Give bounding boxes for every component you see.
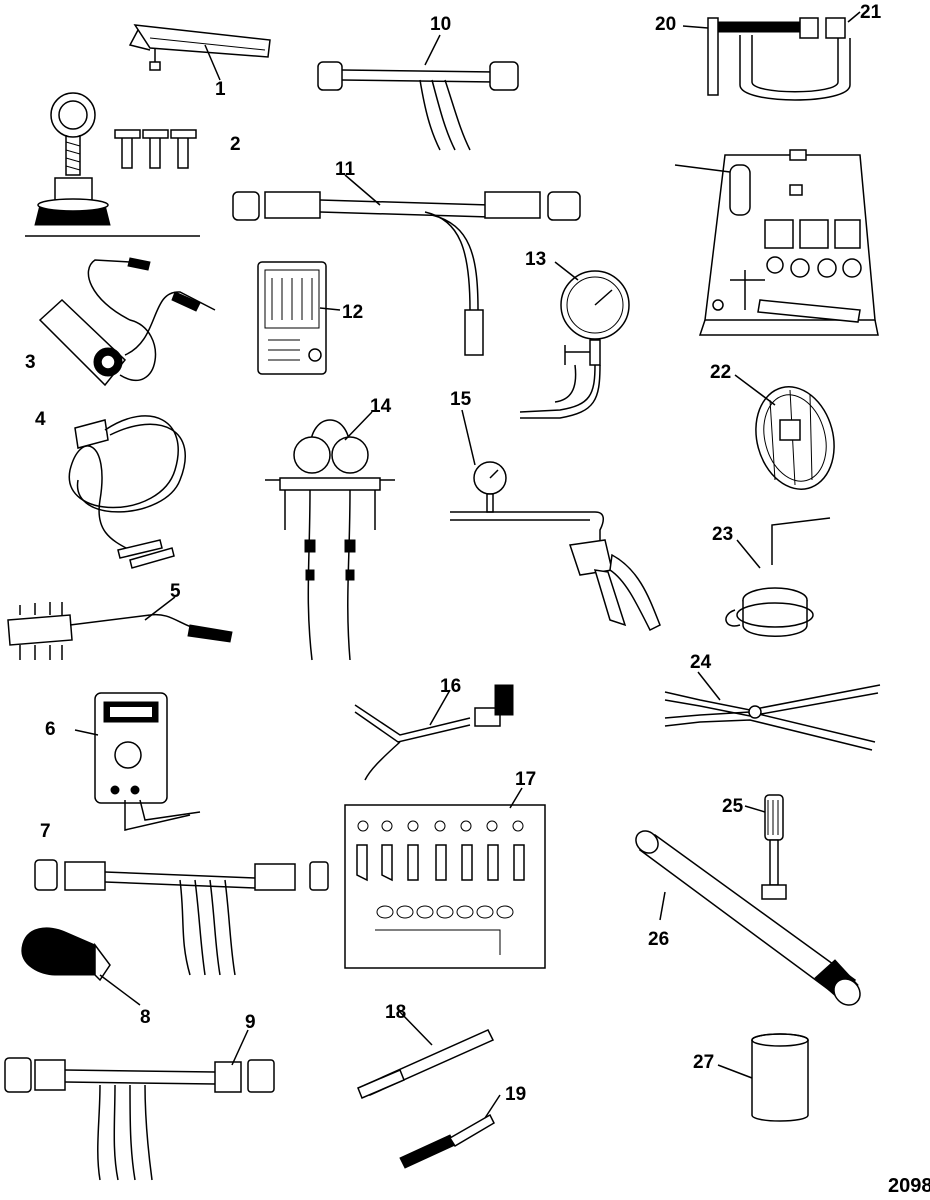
tool-20-21-clamp-icon [682,11,861,101]
callout-19: 19 [505,1084,526,1105]
callout-25: 25 [722,796,744,817]
callout-22: 22 [710,362,731,383]
callout-17: 17 [515,769,536,790]
tool-2-lifting-eye-icon [25,92,200,237]
leader-6 [74,729,99,736]
callout-12: 12 [342,302,363,323]
callout-24: 24 [690,652,712,673]
callout-13: 13 [525,249,546,270]
callout-16: 16 [440,676,461,697]
figure-number: 2098 [888,1175,930,1197]
tool-18-driver-rod-icon [357,1009,495,1099]
tool-case-icon [674,149,879,336]
tool-8-nose-cone-icon [21,927,141,1006]
tool-1-lever-icon [128,24,271,81]
tool-11-adapter-harness-icon [232,174,581,356]
tool-12-terminal-kit-icon [257,261,341,375]
tool-4-test-lead-icon [68,415,186,569]
callout-9: 9 [245,1012,256,1033]
callout-21: 21 [860,2,882,23]
callout-14: 14 [370,396,392,417]
tool-16-spark-tester-icon [354,684,514,781]
tool-14-manifold-gauge-icon [265,411,395,661]
callout-18: 18 [385,1002,406,1023]
tool-10-adapter-harness-icon [317,34,519,151]
callout-8: 8 [140,1007,151,1028]
tool-27-sleeve-icon [717,1033,809,1122]
callout-23: 23 [712,524,733,545]
callout-6: 6 [45,719,56,740]
tool-9-test-harness-icon [4,1057,275,1181]
callout-7: 7 [40,821,51,842]
tool-13-pressure-gauge-icon [519,261,630,419]
callout-2: 2 [230,134,241,155]
callout-4: 4 [35,409,46,430]
callout-15: 15 [450,389,472,410]
callout-11: 11 [335,159,356,180]
tool-19-pin-punch-icon [399,1094,501,1169]
callout-10: 10 [430,14,451,35]
callout-26: 26 [648,929,669,950]
callout-1: 1 [215,79,226,100]
tool-22-filter-wrench-icon [734,374,835,490]
tool-5-jumper-clips-icon [7,596,233,660]
tool-23-spring-tool-icon [725,517,831,637]
tool-25-bolt-puller-icon [744,794,787,900]
tool-15-vacuum-pump-icon [450,409,661,632]
callout-3: 3 [25,352,36,373]
tool-24-pliers-icon [664,671,881,751]
tool-6-multimeter-icon [94,692,201,831]
callout-5: 5 [170,581,181,602]
callout-27: 27 [693,1052,714,1073]
tool-17-pin-kit-icon [344,787,546,969]
tool-3-inductive-probe-icon [38,257,216,387]
tool-26-alignment-shaft-icon [635,830,861,1006]
callout-20: 20 [655,14,676,35]
tool-7-test-harness-icon [34,859,329,976]
leader-9 [231,1029,249,1066]
